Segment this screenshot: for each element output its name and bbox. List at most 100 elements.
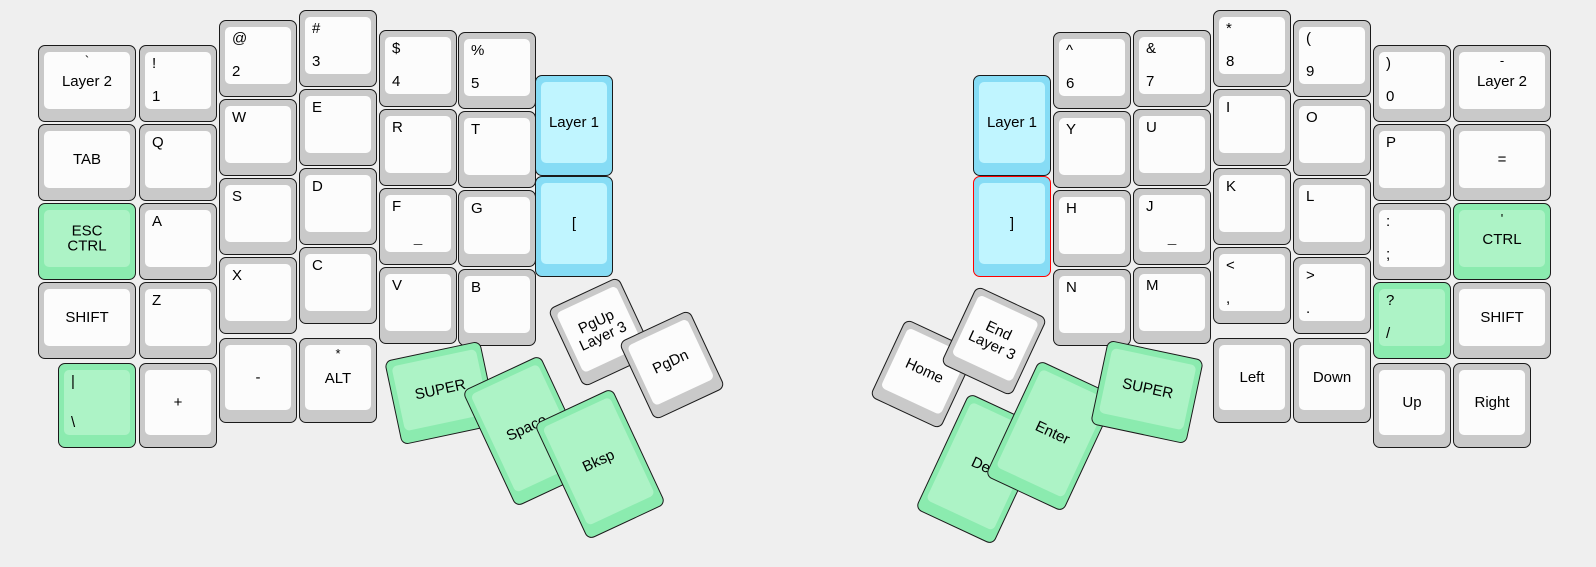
key-end-layer3-legend-ctr: End Layer 3 bbox=[965, 317, 1019, 364]
key-right-cap: Right bbox=[1459, 370, 1525, 435]
key-k[interactable]: K bbox=[1213, 168, 1291, 245]
key-x[interactable]: X bbox=[219, 257, 297, 334]
key-g[interactable]: G bbox=[458, 190, 536, 267]
key-bracket-right[interactable]: ] bbox=[973, 176, 1051, 277]
key-a[interactable]: A bbox=[139, 203, 217, 280]
key-3-hash[interactable]: #3 bbox=[299, 10, 377, 87]
key-t-legend-ul: T bbox=[471, 121, 481, 138]
key-s[interactable]: S bbox=[219, 178, 297, 255]
key-alt-asterisk-cap: *ALT bbox=[305, 345, 371, 410]
key-up[interactable]: Up bbox=[1373, 363, 1451, 448]
key-minus[interactable]: - bbox=[219, 338, 297, 423]
key-e[interactable]: E bbox=[299, 89, 377, 166]
key-9-paren-open-legend-bl: 9 bbox=[1306, 63, 1315, 81]
key-tab-cap: TAB bbox=[44, 131, 130, 188]
key-tab[interactable]: TAB bbox=[38, 124, 136, 201]
key-esc-ctrl[interactable]: ESC CTRL bbox=[38, 203, 136, 280]
key-up-cap: Up bbox=[1379, 370, 1445, 435]
key-bksp-legend-ctr: Bksp bbox=[579, 446, 618, 476]
key-esc-ctrl-legend-ctr: ESC CTRL bbox=[67, 221, 107, 255]
key-w[interactable]: W bbox=[219, 99, 297, 176]
key-period-gt-legend-tl: > bbox=[1306, 267, 1315, 284]
key-t[interactable]: T bbox=[458, 111, 536, 188]
key-j-homing-legend-home: _ bbox=[1167, 229, 1177, 247]
key-pipe-backslash-cap: |\ bbox=[64, 370, 130, 435]
key-layer2-minus[interactable]: -Layer 2 bbox=[1453, 45, 1551, 122]
key-1-exclam[interactable]: !1 bbox=[139, 45, 217, 122]
key-u[interactable]: U bbox=[1133, 109, 1211, 186]
key-slash-question[interactable]: ?/ bbox=[1373, 282, 1451, 359]
key-plus[interactable]: + bbox=[139, 363, 217, 448]
key-z[interactable]: Z bbox=[139, 282, 217, 359]
key-j-homing[interactable]: J_ bbox=[1133, 188, 1211, 265]
key-shift-right-cap: SHIFT bbox=[1459, 289, 1545, 346]
key-semicolon-colon[interactable]: :; bbox=[1373, 203, 1451, 280]
key-h-legend-ul: H bbox=[1066, 200, 1077, 217]
key-down-cap: Down bbox=[1299, 345, 1365, 410]
key-i[interactable]: I bbox=[1213, 89, 1291, 166]
key-equals-cap: = bbox=[1459, 131, 1545, 188]
key-4-dollar-legend-tl: $ bbox=[392, 40, 401, 57]
key-p[interactable]: P bbox=[1373, 124, 1451, 201]
key-6-caret[interactable]: ^6 bbox=[1053, 32, 1131, 109]
key-d[interactable]: D bbox=[299, 168, 377, 245]
key-o-legend-ul: O bbox=[1306, 109, 1318, 126]
key-c[interactable]: C bbox=[299, 247, 377, 324]
key-right[interactable]: Right bbox=[1453, 363, 1531, 448]
key-tab-legend-ctr: TAB bbox=[72, 150, 102, 168]
key-0-paren-close[interactable]: )0 bbox=[1373, 45, 1451, 122]
key-f-homing[interactable]: F_ bbox=[379, 188, 457, 265]
key-h-cap: H bbox=[1059, 197, 1125, 254]
key-layer2-grave-legend-ctr-low: Layer 2 bbox=[61, 72, 113, 90]
key-comma-lt[interactable]: <, bbox=[1213, 247, 1291, 324]
key-g-cap: G bbox=[464, 197, 530, 254]
key-8-asterisk-legend-bl: 8 bbox=[1226, 53, 1235, 71]
key-u-legend-ul: U bbox=[1146, 119, 1157, 136]
key-4-dollar[interactable]: $4 bbox=[379, 30, 457, 107]
key-layer2-grave[interactable]: `Layer 2 bbox=[38, 45, 136, 122]
key-down[interactable]: Down bbox=[1293, 338, 1371, 423]
key-period-gt[interactable]: >. bbox=[1293, 257, 1371, 334]
key-semicolon-colon-legend-stk-b: ; bbox=[1386, 246, 1391, 264]
key-equals[interactable]: = bbox=[1453, 124, 1551, 201]
key-super-right[interactable]: SUPER bbox=[1090, 339, 1204, 445]
key-v[interactable]: V bbox=[379, 267, 457, 344]
key-alt-asterisk[interactable]: *ALT bbox=[299, 338, 377, 423]
key-layer1-left[interactable]: Layer 1 bbox=[535, 75, 613, 176]
key-2-at[interactable]: @2 bbox=[219, 20, 297, 97]
key-pipe-backslash[interactable]: |\ bbox=[58, 363, 136, 448]
key-ctrl-quote-legend-ctr-low: CTRL bbox=[1482, 230, 1522, 248]
key-5-percent[interactable]: %5 bbox=[458, 32, 536, 109]
key-y[interactable]: Y bbox=[1053, 111, 1131, 188]
key-5-percent-legend-tl: % bbox=[471, 42, 485, 59]
key-m[interactable]: M bbox=[1133, 267, 1211, 344]
key-9-paren-open-cap: (9 bbox=[1299, 27, 1365, 84]
key-7-ampersand[interactable]: &7 bbox=[1133, 30, 1211, 107]
key-ctrl-quote[interactable]: 'CTRL bbox=[1453, 203, 1551, 280]
key-h[interactable]: H bbox=[1053, 190, 1131, 267]
key-pipe-backslash-legend-stk-t: | bbox=[71, 373, 75, 390]
key-8-asterisk[interactable]: *8 bbox=[1213, 10, 1291, 87]
key-layer1-right[interactable]: Layer 1 bbox=[973, 75, 1051, 176]
key-super-right-legend-ctr: SUPER bbox=[1120, 375, 1175, 403]
key-x-legend-ul: X bbox=[232, 267, 243, 284]
key-o[interactable]: O bbox=[1293, 99, 1371, 176]
key-r[interactable]: R bbox=[379, 109, 457, 186]
key-l[interactable]: L bbox=[1293, 178, 1371, 255]
key-left[interactable]: Left bbox=[1213, 338, 1291, 423]
key-layer2-minus-legend-ctr-low: Layer 2 bbox=[1476, 72, 1528, 90]
key-bracket-left[interactable]: [ bbox=[535, 176, 613, 277]
key-4-dollar-legend-bl: 4 bbox=[392, 73, 401, 91]
key-shift-right[interactable]: SHIFT bbox=[1453, 282, 1551, 359]
key-1-exclam-legend-tl: ! bbox=[152, 55, 157, 72]
key-n[interactable]: N bbox=[1053, 269, 1131, 346]
key-s-cap: S bbox=[225, 185, 291, 242]
key-shift[interactable]: SHIFT bbox=[38, 282, 136, 359]
key-9-paren-open[interactable]: (9 bbox=[1293, 20, 1371, 97]
key-6-caret-cap: ^6 bbox=[1059, 39, 1125, 96]
key-b[interactable]: B bbox=[458, 269, 536, 346]
key-d-cap: D bbox=[305, 175, 371, 232]
key-q[interactable]: Q bbox=[139, 124, 217, 201]
key-comma-lt-cap: <, bbox=[1219, 254, 1285, 311]
